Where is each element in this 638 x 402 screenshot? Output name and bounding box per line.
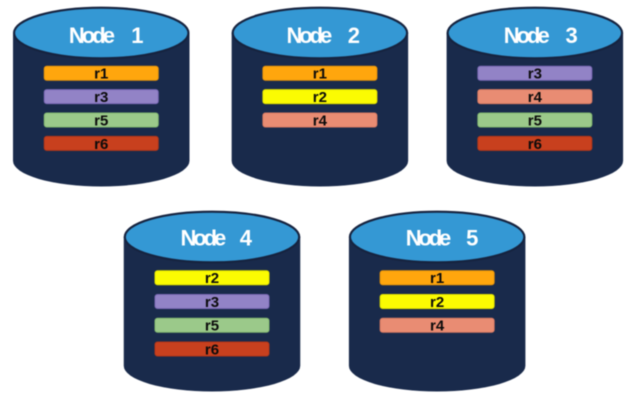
svg-text:r6: r6 [528,136,542,153]
svg-text:r2: r2 [430,294,444,311]
svg-text:r2: r2 [313,89,327,106]
svg-text:r6: r6 [94,136,108,153]
svg-text:Node: Node [504,23,550,48]
svg-text:2: 2 [348,23,360,48]
svg-text:r3: r3 [94,89,108,106]
svg-text:r6: r6 [205,341,219,358]
svg-text:Node: Node [406,225,452,250]
svg-text:5: 5 [466,225,478,250]
svg-text:r5: r5 [205,318,219,335]
svg-text:r4: r4 [313,112,328,129]
svg-text:r4: r4 [430,318,445,335]
svg-text:Node: Node [287,23,333,48]
svg-text:r3: r3 [528,66,542,83]
svg-text:r1: r1 [94,66,108,83]
svg-text:r5: r5 [94,112,108,129]
svg-text:Node: Node [69,23,115,48]
svg-text:r1: r1 [313,66,327,83]
svg-text:r5: r5 [528,112,542,129]
svg-text:Node: Node [181,225,227,250]
svg-text:1: 1 [131,23,143,48]
svg-text:4: 4 [240,225,253,250]
svg-text:r4: r4 [528,89,543,106]
svg-text:3: 3 [566,23,578,48]
svg-text:r3: r3 [205,294,219,311]
svg-text:r1: r1 [430,270,444,287]
svg-text:r2: r2 [205,270,219,287]
